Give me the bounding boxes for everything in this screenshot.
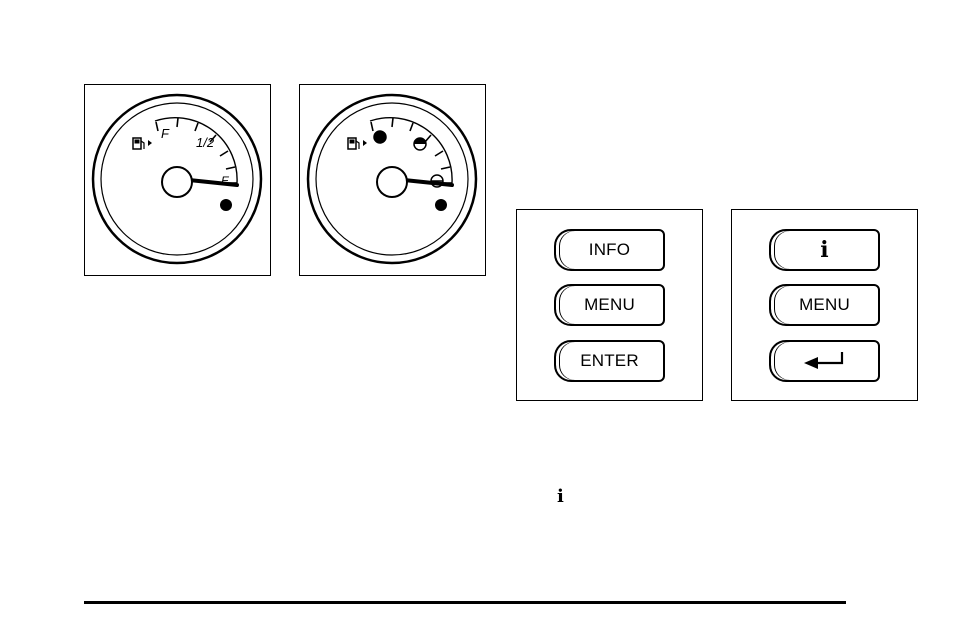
dic-button-panel-symbol: i MENU (731, 209, 918, 401)
info-button[interactable]: i (769, 229, 880, 271)
fuel-gauge-panel-symbol (299, 84, 486, 276)
enter-button[interactable]: ENTER (554, 340, 665, 382)
gauge-label-full: F (161, 126, 170, 141)
fuel-gauge-symbol (300, 85, 484, 274)
half-tank-symbol-icon (414, 138, 426, 150)
menu-button[interactable]: MENU (554, 284, 665, 326)
low-fuel-indicator-icon (435, 199, 447, 211)
info-button[interactable]: INFO (554, 229, 665, 271)
info-button-label: INFO (589, 240, 630, 260)
menu-button-label: MENU (799, 295, 850, 315)
information-icon: i (557, 488, 564, 506)
footer-rule (84, 601, 846, 604)
menu-button-label: MENU (584, 295, 635, 315)
fuel-gauge-panel-text: F 1/2 E (84, 84, 271, 276)
enter-button-label: ENTER (580, 351, 639, 371)
menu-button[interactable]: MENU (769, 284, 880, 326)
full-tank-symbol-icon (374, 131, 386, 143)
gauge-label-half: 1/2 (196, 135, 215, 150)
fuel-gauge-text: F 1/2 E (85, 85, 269, 274)
low-fuel-indicator-icon (220, 199, 232, 211)
enter-button[interactable] (769, 340, 880, 382)
dic-button-panel-text: INFO MENU ENTER (516, 209, 703, 401)
information-icon: i (820, 239, 829, 261)
enter-arrow-icon (802, 350, 848, 372)
